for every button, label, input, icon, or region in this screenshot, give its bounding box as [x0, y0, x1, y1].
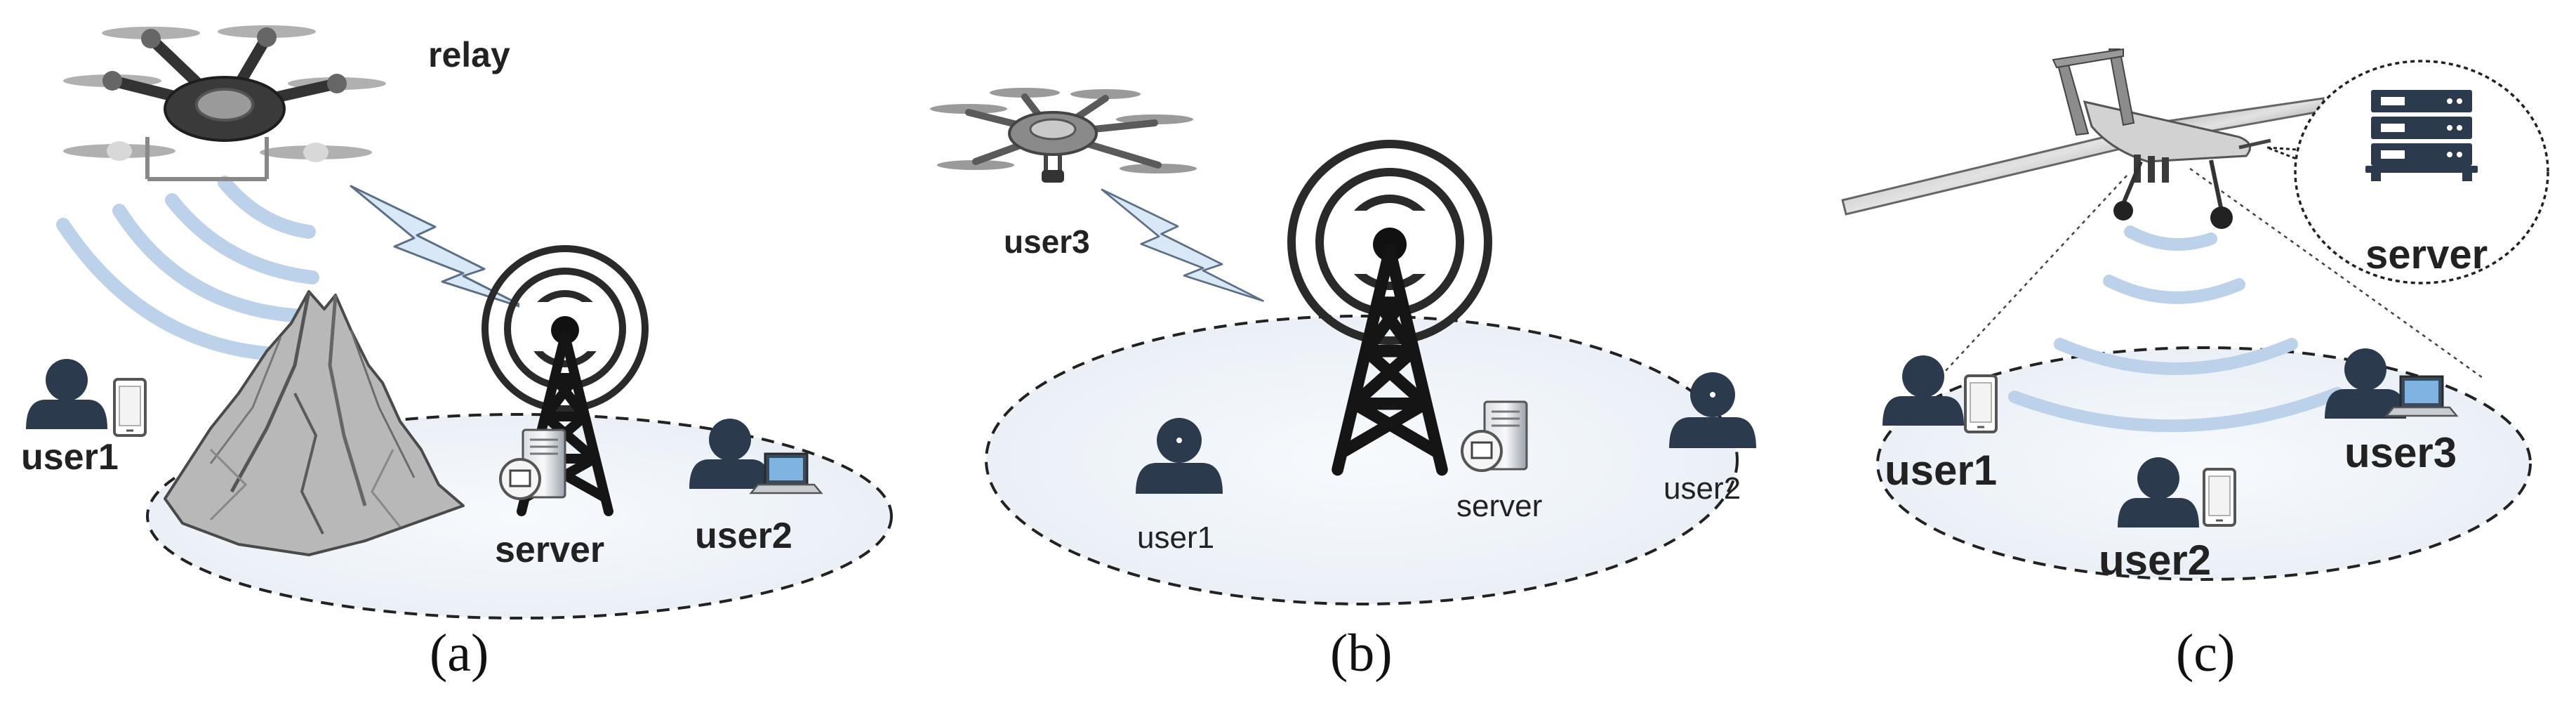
user2-label: user2: [2099, 537, 2211, 584]
fixed-wing-uav-icon: [1841, 48, 2325, 229]
server-label: server: [2365, 232, 2488, 277]
user1-icon: [26, 359, 107, 429]
phone-icon: [113, 378, 147, 437]
panel-b: user3 server user1 user2: [930, 88, 1756, 683]
lightning-link-icon: [1101, 188, 1264, 302]
signal-tower-icon: [482, 245, 649, 511]
caption-a: (a): [430, 624, 489, 683]
user2-label: user2: [1664, 471, 1741, 506]
mountain-icon: [164, 290, 465, 556]
phone-icon: [1964, 374, 1998, 433]
relay-label: relay: [428, 35, 510, 74]
panel-a: relay server user1: [21, 25, 893, 683]
ground-area-b: [985, 315, 1739, 605]
caption-c: (c): [2176, 624, 2235, 683]
user1-label: user1: [1137, 520, 1214, 555]
server-rack-icon: [2365, 90, 2478, 181]
quadcopter-drone-icon: [63, 25, 386, 181]
user1-label: user1: [21, 437, 119, 478]
user2-label: user2: [695, 516, 792, 556]
user1-label: user1: [1885, 447, 1997, 494]
user1-icon: [1136, 418, 1223, 494]
panel-c: server user1 user2 user3 (c): [1841, 48, 2549, 683]
user3-label: user3: [1004, 223, 1090, 260]
lightning-link-icon: [350, 185, 531, 311]
user2-icon: [1669, 372, 1756, 448]
server-label: server: [1456, 489, 1542, 523]
server-label: server: [495, 530, 604, 570]
uav-signal-waves-c: [2008, 225, 2344, 433]
signal-tower-icon: [1287, 140, 1492, 470]
drone-signal-waves-a: [56, 176, 319, 362]
phone-icon: [2203, 468, 2236, 527]
hexacopter-drone-icon: [930, 88, 1197, 183]
caption-b: (b): [1330, 624, 1393, 683]
user3-label: user3: [2344, 429, 2457, 476]
